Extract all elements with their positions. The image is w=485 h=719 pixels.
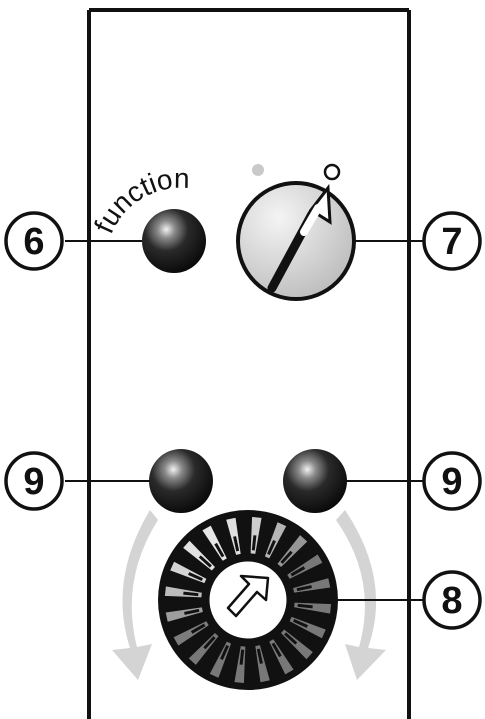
callout-9-left: 9 <box>6 453 150 509</box>
rotary-encoder[interactable] <box>158 510 338 690</box>
rotate-counterclockwise-arrow-icon <box>112 510 158 680</box>
callout-9-right: 9 <box>346 453 480 509</box>
encoder-tooth-ridge <box>241 650 243 665</box>
encoder-tooth-ridge <box>183 593 198 595</box>
function-button[interactable] <box>142 209 206 273</box>
key-switch[interactable] <box>238 183 354 299</box>
left-button[interactable] <box>149 449 213 513</box>
callout-9-right-number: 9 <box>441 461 462 503</box>
callout-7: 7 <box>354 213 480 269</box>
key-position-on-marker <box>325 165 339 179</box>
callout-7-number: 7 <box>441 221 462 263</box>
encoder-tooth-ridge <box>253 535 255 550</box>
callout-6-number: 6 <box>23 221 44 263</box>
key-position-off-marker <box>252 164 264 176</box>
rotate-clockwise-arrow-icon <box>336 510 386 680</box>
right-button[interactable] <box>283 449 347 513</box>
callout-8-number: 8 <box>441 580 462 622</box>
callout-9-left-number: 9 <box>23 461 44 503</box>
encoder-tooth-ridge <box>298 605 313 607</box>
